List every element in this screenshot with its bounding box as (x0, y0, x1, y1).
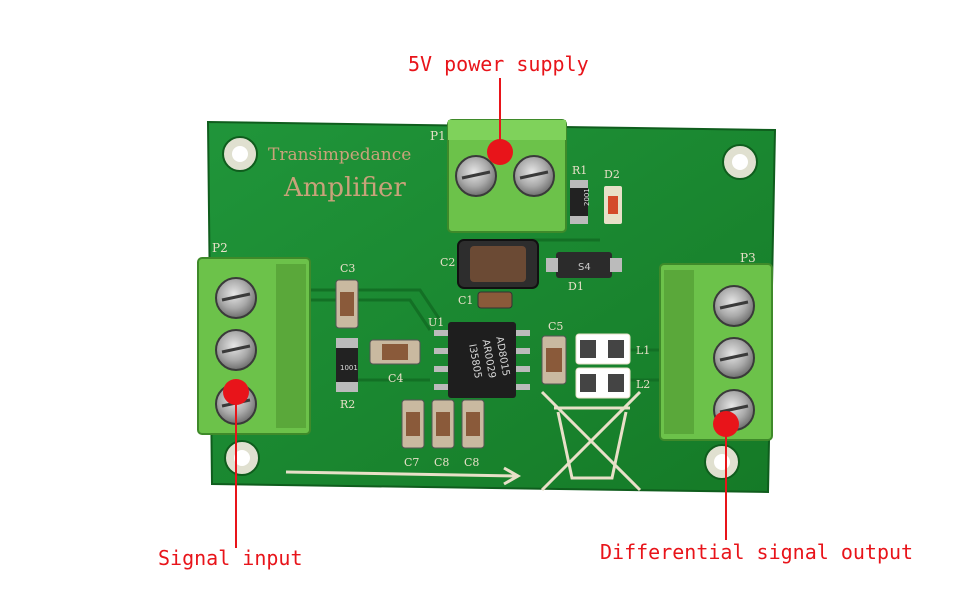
silk-d1: D1 (568, 280, 584, 293)
capacitor-c4 (369, 339, 421, 365)
capacitor-c5 (541, 335, 567, 385)
silk-c2: C2 (440, 256, 455, 269)
silk-p3: P3 (740, 251, 756, 265)
resistor-r1: 2001 (570, 180, 591, 224)
silk-p1: P1 (430, 129, 446, 143)
output-callout-label: Differential signal output (600, 540, 914, 564)
board-title-line1: Transimpedance (268, 145, 411, 165)
silk-c3: C3 (340, 262, 355, 275)
diode-d1: S4 (546, 252, 622, 278)
resistor-r2-marking: 1001 (340, 364, 358, 372)
input-callout-label: Signal input (158, 546, 303, 570)
power-callout-label: 5V power supply (408, 52, 589, 76)
silk-p2: P2 (212, 241, 228, 255)
weee-bin-icon (540, 390, 642, 492)
silk-r1: R1 (572, 164, 587, 177)
silk-c8a: C8 (434, 456, 449, 469)
diode-marking: S4 (578, 262, 591, 273)
capacitor-c1 (477, 291, 513, 309)
signal-flow-arrow (285, 466, 522, 486)
silk-r2: R2 (340, 398, 355, 411)
resistor-r1-marking: 2001 (583, 188, 591, 206)
ic-u1: AD8015 AR0029 I35805 (434, 322, 530, 398)
output-callout-dot (713, 411, 739, 437)
silk-l1: L1 (636, 344, 650, 357)
silk-c5: C5 (548, 320, 563, 333)
terminal-block-p3 (659, 263, 773, 441)
silk-c7: C7 (404, 456, 419, 469)
resistor-r2: 1001 (336, 338, 358, 392)
silk-c4: C4 (388, 372, 403, 385)
led-d2 (604, 186, 622, 224)
terminal-block-p2 (197, 257, 311, 435)
silk-d2: D2 (604, 168, 620, 181)
silk-c8b: C8 (464, 456, 479, 469)
capacitor-c2 (457, 239, 539, 289)
capacitor-c3 (335, 279, 359, 329)
power-callout-dot (487, 139, 513, 165)
silk-c1: C1 (458, 294, 473, 307)
capacitors-c7-c8 (401, 399, 485, 449)
input-callout-dot (223, 379, 249, 405)
silk-u1: U1 (428, 316, 444, 329)
terminal-block-p1 (447, 119, 567, 233)
board-title-line2: Amplifier (283, 173, 406, 203)
callout-leaders (235, 78, 727, 548)
mounting-holes (222, 136, 758, 480)
inductors-l1-l2 (575, 333, 631, 399)
silk-l2: L2 (636, 378, 650, 391)
